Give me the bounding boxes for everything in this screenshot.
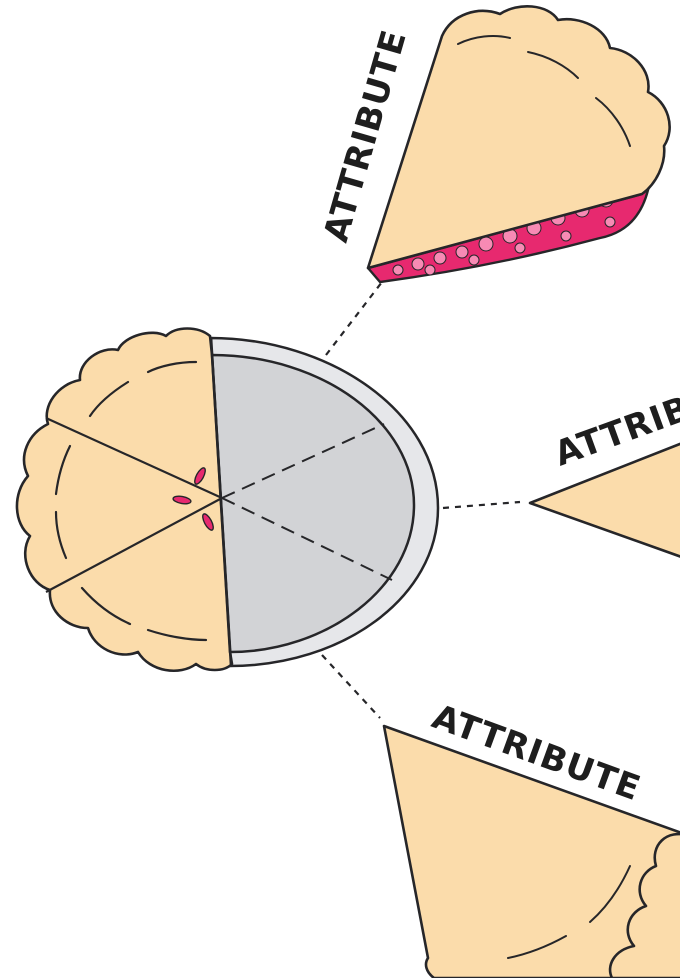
connector-bottom bbox=[322, 655, 380, 718]
connector-top bbox=[326, 282, 382, 355]
pie-crust-half bbox=[17, 329, 232, 671]
connector-middle bbox=[443, 502, 520, 508]
top-pie-slice bbox=[368, 6, 670, 282]
whole-pie bbox=[17, 329, 438, 681]
